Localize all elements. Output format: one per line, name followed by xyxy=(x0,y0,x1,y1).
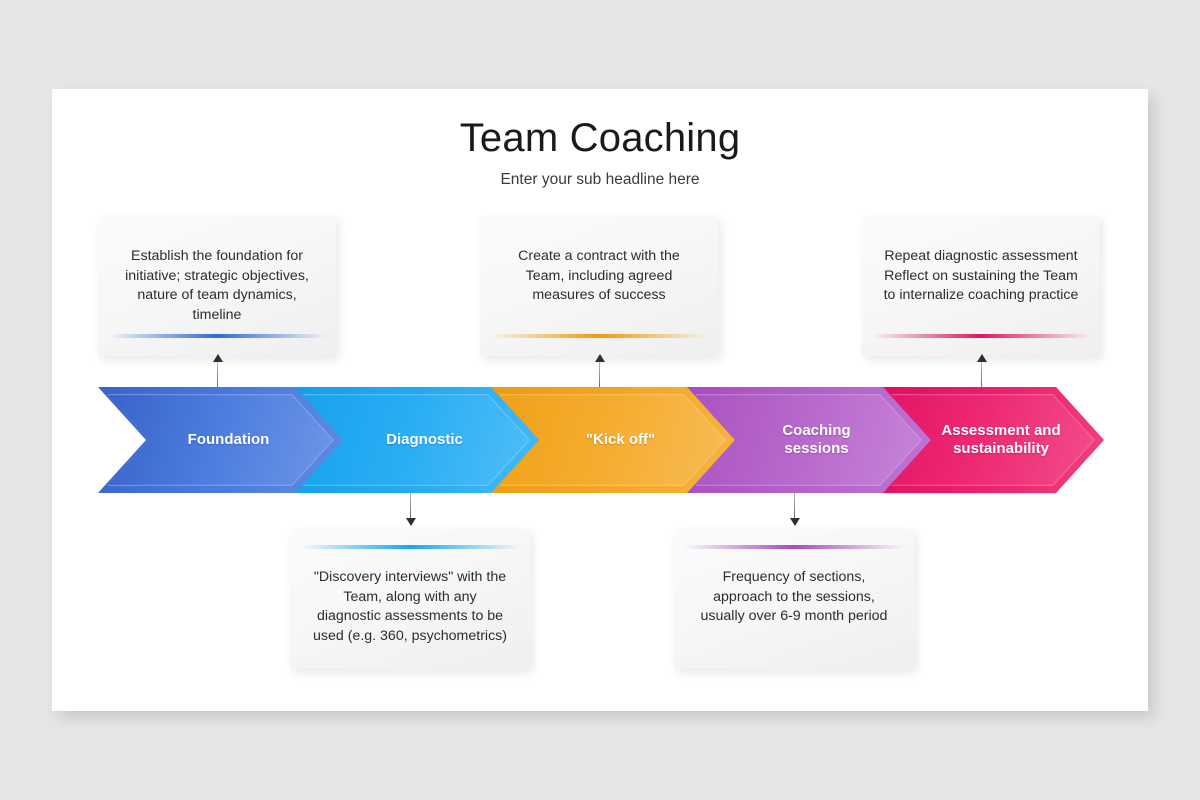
chevron-label: Coaching sessions xyxy=(782,422,851,457)
callout-bottom-diagnostic[interactable]: "Discovery interviews" with the Team, al… xyxy=(290,529,530,669)
callout-bottom-coaching[interactable]: Frequency of sections, approach to the s… xyxy=(674,529,914,669)
chevron-stage-coaching[interactable]: Coaching sessions xyxy=(686,387,931,493)
chevron-stage-foundation[interactable]: Foundation xyxy=(98,387,343,493)
chevron-stage-assessment[interactable]: Assessment and sustainability xyxy=(882,387,1104,493)
callout-accent-bar xyxy=(107,334,327,338)
slide-canvas: Team Coaching Enter your sub headline he… xyxy=(52,89,1148,711)
callout-accent-bar xyxy=(683,545,905,549)
callout-accent-bar xyxy=(299,545,521,549)
chevron-label: "Kick off" xyxy=(585,431,656,448)
arrow-head-down-icon xyxy=(789,518,800,526)
callout-text: Repeat diagnostic assessment Reflect on … xyxy=(883,248,1079,304)
arrow-head-down-icon xyxy=(405,518,416,526)
process-chevron-band: Foundation Diagnostic "Kick off" Coachin… xyxy=(98,387,1104,493)
callout-top-kickoff[interactable]: Create a contract with the Team, includi… xyxy=(480,216,718,356)
connector-line xyxy=(598,362,601,387)
page-subtitle: Enter your sub headline here xyxy=(500,171,700,188)
connector-kickoff xyxy=(594,354,605,387)
chevron-label: Foundation xyxy=(187,431,270,448)
connector-diagnostic xyxy=(405,493,416,526)
callout-text: Establish the foundation for initiative;… xyxy=(125,248,309,323)
chevron-label: Assessment and sustainability xyxy=(941,422,1061,457)
callout-accent-bar xyxy=(489,334,709,338)
connector-coaching xyxy=(789,493,800,526)
connector-line xyxy=(409,493,412,518)
connector-assessment xyxy=(976,354,987,387)
chevron-label: Diagnostic xyxy=(386,431,463,448)
connector-line xyxy=(793,493,796,518)
callout-top-foundation[interactable]: Establish the foundation for initiative;… xyxy=(98,216,336,356)
arrow-head-up-icon xyxy=(212,354,223,362)
page-title: Team Coaching xyxy=(459,116,741,160)
callout-text: Create a contract with the Team, includi… xyxy=(518,248,680,304)
callout-accent-bar xyxy=(871,334,1091,338)
connector-foundation xyxy=(212,354,223,387)
arrow-head-up-icon xyxy=(976,354,987,362)
callout-top-assessment[interactable]: Repeat diagnostic assessment Reflect on … xyxy=(862,216,1100,356)
callout-text: "Discovery interviews" with the Team, al… xyxy=(313,569,507,644)
connector-line xyxy=(980,362,983,387)
callout-text: Frequency of sections, approach to the s… xyxy=(700,569,888,625)
arrow-head-up-icon xyxy=(594,354,605,362)
connector-line xyxy=(216,362,219,387)
